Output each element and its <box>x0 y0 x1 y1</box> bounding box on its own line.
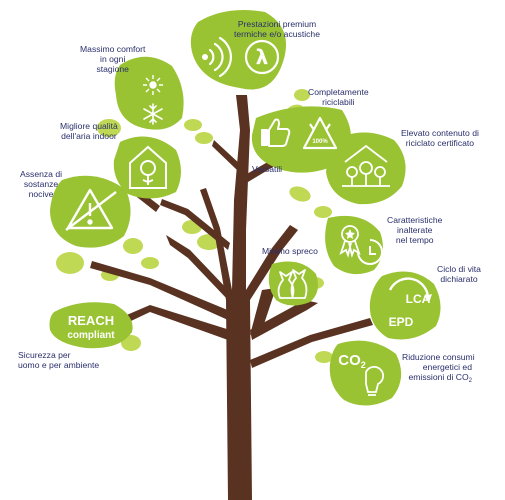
house-tree-icon <box>129 145 167 189</box>
sun-icon <box>143 75 163 95</box>
small-leaf <box>315 351 333 363</box>
svg-text:λ: λ <box>256 45 269 69</box>
leaf-comfort <box>114 56 184 130</box>
lambda-icon: λ <box>244 39 280 75</box>
leaf-riciclato <box>326 132 406 205</box>
sound-waves-icon <box>202 36 233 78</box>
label-versatili: Versatili <box>252 164 283 174</box>
lca-epd-icon: LCA EPD <box>389 277 432 329</box>
small-leaf <box>195 132 213 144</box>
svg-text:CO2: CO2 <box>338 352 366 370</box>
svg-text:EPD: EPD <box>389 315 414 329</box>
co2-bulb-icon: CO2 <box>338 352 385 396</box>
svg-text:LCA: LCA <box>406 292 431 306</box>
leaf-riciclabili <box>251 106 351 173</box>
leaf-ciclo <box>369 271 441 340</box>
small-leaf <box>289 186 311 202</box>
award-medal-icon <box>339 225 361 258</box>
snowflake-icon <box>143 103 163 125</box>
svg-text:compliant: compliant <box>67 330 115 341</box>
hazard-crossed-icon <box>65 188 117 231</box>
leaf-reach <box>49 302 133 349</box>
svg-text:100%: 100% <box>312 139 328 145</box>
waste-bags-icon <box>277 269 308 299</box>
small-leaf <box>314 206 332 218</box>
svg-text:REACH: REACH <box>68 313 114 328</box>
small-leaf <box>56 252 84 274</box>
label-spreco: Minimo spreco <box>262 246 318 256</box>
small-leaf <box>184 119 202 131</box>
clock-icon <box>357 239 383 265</box>
recycle-icon: 100% <box>302 116 338 150</box>
small-leaf <box>294 89 310 101</box>
small-leaf <box>121 335 141 351</box>
small-leaf <box>123 238 143 254</box>
leaf-inalterate <box>325 215 383 275</box>
small-leaf <box>97 119 121 137</box>
forest-house-icon <box>342 144 390 187</box>
reach-compliant-badge: REACH compliant <box>67 313 115 341</box>
thumbs-up-icon <box>261 118 291 147</box>
small-leaf <box>141 257 159 269</box>
